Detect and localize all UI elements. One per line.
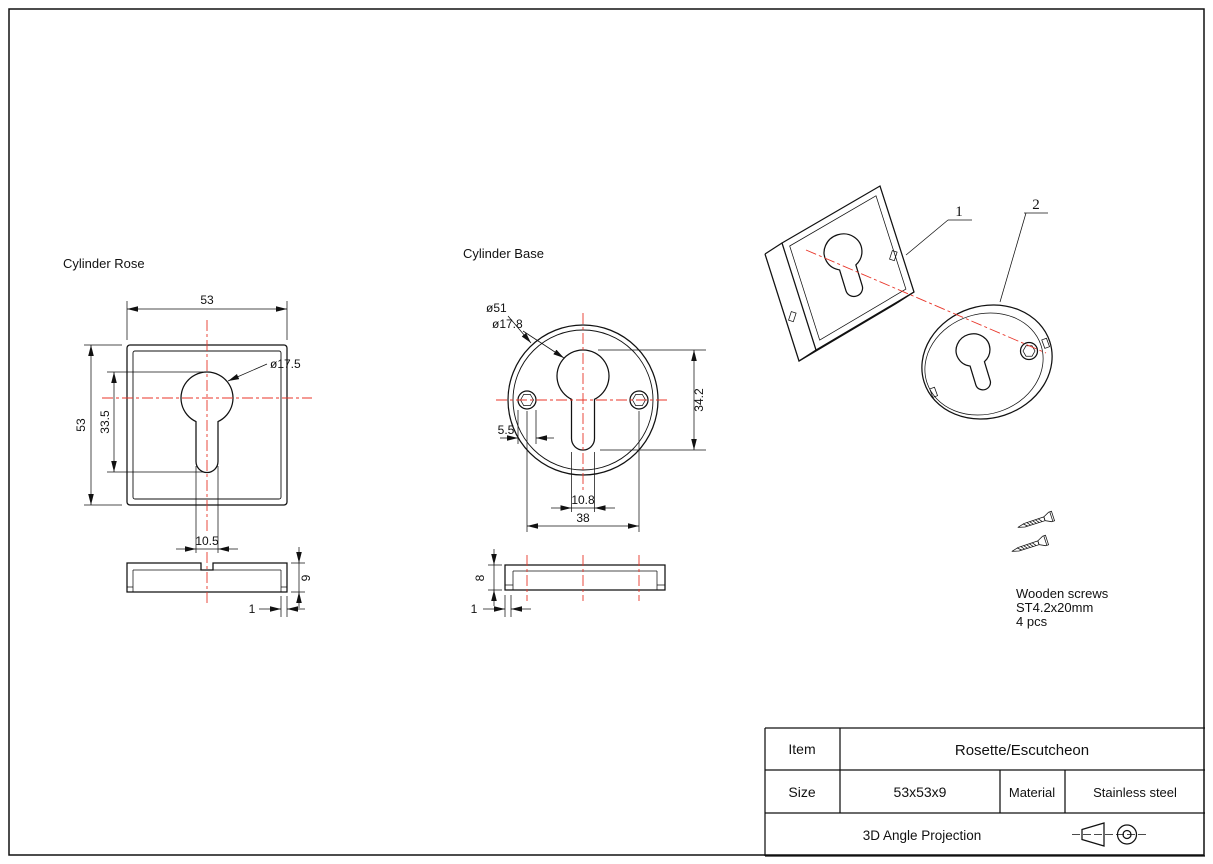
- titleblock-material-value: Stainless steel: [1093, 785, 1177, 800]
- rose-dim-keyhole-height: 33.5: [98, 371, 203, 473]
- base-dim-outer-dia-value: ø51: [486, 301, 507, 315]
- rose-dim-thickness-value: 9: [299, 574, 313, 581]
- rose-view-title: Cylinder Rose: [63, 256, 145, 271]
- base-rim-slot: [1041, 337, 1051, 349]
- sheet-border: [8, 8, 1205, 856]
- screw-note-line3: 4 pcs: [1016, 614, 1048, 629]
- rose-dim-hole-dia-value: ø17.5: [270, 357, 301, 371]
- cylinder-base-front-view: Cylinder Base ø51 ø17.8 34.2: [463, 246, 706, 532]
- base-dim-slot-width: 10.8: [551, 452, 615, 512]
- callout-2-label: 2: [1032, 197, 1040, 213]
- callout-2: 2: [999, 197, 1048, 303]
- rose-dim-width: 53: [126, 293, 288, 340]
- rose-dim-lip-value: 1: [249, 602, 256, 616]
- assembly-axis-centerline: [805, 249, 1047, 354]
- base-dim-outer-dia: ø51: [486, 301, 532, 344]
- projection-cone-front-icon: [1116, 824, 1138, 845]
- rose-edge-slot: [889, 250, 898, 262]
- cylinder-rose-profile-view: 9 1: [126, 547, 313, 617]
- base-dim-screw-hole: 5.5: [498, 410, 554, 444]
- base-dim-spacing-value: 38: [576, 511, 590, 525]
- base-dim-slot-value: 10.8: [571, 493, 595, 507]
- rose-dim-lip: 1: [249, 596, 305, 617]
- titleblock-projection-label: 3D Angle Projection: [863, 828, 982, 843]
- base-dim-screw-spacing: 38: [526, 411, 640, 532]
- base-dim-hole-dia-value: ø17.8: [492, 317, 523, 331]
- rose-dim-height: 53: [74, 344, 122, 506]
- hex-screw-head: [1019, 341, 1039, 361]
- projection-symbol: [1072, 822, 1148, 847]
- rose-dim-slot-width: 10.5: [176, 466, 238, 553]
- base-rim-slot: [929, 386, 939, 398]
- callout-1-label: 1: [955, 204, 963, 220]
- titleblock-item-label: Item: [788, 741, 815, 757]
- title-block: Item Rosette/Escutcheon Size 53x53x9 Mat…: [764, 727, 1205, 857]
- base-dim-keyhole-value: 34.2: [692, 388, 706, 412]
- titleblock-size-label: Size: [788, 784, 815, 800]
- exploded-assembly-view: 1 2 Wooden screws ST4.2x20mm: [764, 185, 1109, 629]
- exploded-rose-plate: [764, 185, 915, 362]
- base-view-title: Cylinder Base: [463, 246, 544, 261]
- projection-cone-side-icon: [1081, 822, 1105, 847]
- titleblock-size-value: 53x53x9: [894, 784, 947, 800]
- wood-screw-drawing: [1011, 510, 1056, 552]
- base-dim-thickness: 8: [473, 549, 502, 606]
- base-dim-lip: 1: [471, 595, 531, 617]
- rose-dim-hole-dia: ø17.5: [227, 357, 301, 382]
- titleblock-item-value: Rosette/Escutcheon: [955, 742, 1089, 759]
- titleblock-material-label: Material: [1009, 785, 1055, 800]
- base-dim-keyhole-height: 34.2: [598, 349, 706, 451]
- base-dim-thickness-value: 8: [473, 574, 487, 581]
- base-dim-screw-hole-value: 5.5: [498, 423, 515, 437]
- screw-note-line2: ST4.2x20mm: [1016, 600, 1093, 615]
- base-dim-hole-dia: ø17.8: [492, 317, 565, 359]
- rose-dim-height-value: 53: [74, 418, 88, 432]
- rose-edge-slot: [788, 311, 797, 323]
- rose-dim-slot-value: 10.5: [195, 534, 219, 548]
- rose-dim-keyhole-value: 33.5: [98, 410, 112, 434]
- base-dim-lip-value: 1: [471, 602, 478, 616]
- screw-note-line1: Wooden screws: [1016, 586, 1109, 601]
- exploded-base-disc: [921, 304, 1053, 420]
- cylinder-base-profile-view: 8 1: [471, 549, 666, 617]
- rose-dim-width-value: 53: [200, 293, 214, 307]
- callout-1: 1: [905, 204, 972, 256]
- screw-note: Wooden screws ST4.2x20mm 4 pcs: [1016, 586, 1109, 629]
- cylinder-rose-front-view: Cylinder Rose 53 53 33.5: [63, 256, 312, 553]
- rose-dim-thickness: 9: [291, 547, 313, 608]
